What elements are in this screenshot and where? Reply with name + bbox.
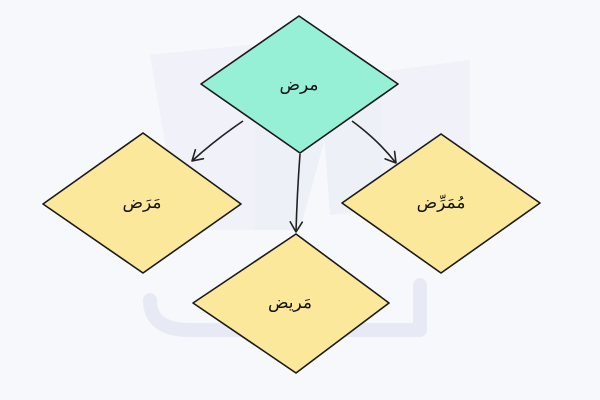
child-label-center: مَريض (268, 293, 312, 313)
arrow-root-to-center (289, 153, 304, 233)
root-node: مرض (200, 15, 399, 154)
child-diamond-right (341, 133, 541, 274)
edges (191, 120, 397, 233)
arrow-root-to-right (351, 120, 397, 164)
child-diamond-center (192, 233, 390, 374)
child-label-right: مُمَرِّض (417, 193, 466, 213)
arrow-root-to-left (191, 120, 244, 162)
child-diamond-left (42, 132, 242, 274)
child-label-left: مَرَض (122, 193, 161, 213)
child-node-left: مَرَض (42, 132, 242, 274)
root-diamond (200, 15, 399, 154)
root-label: مرض (279, 75, 318, 95)
child-node-center: مَريض (192, 233, 390, 374)
child-node-right: مُمَرِّض (341, 133, 541, 274)
